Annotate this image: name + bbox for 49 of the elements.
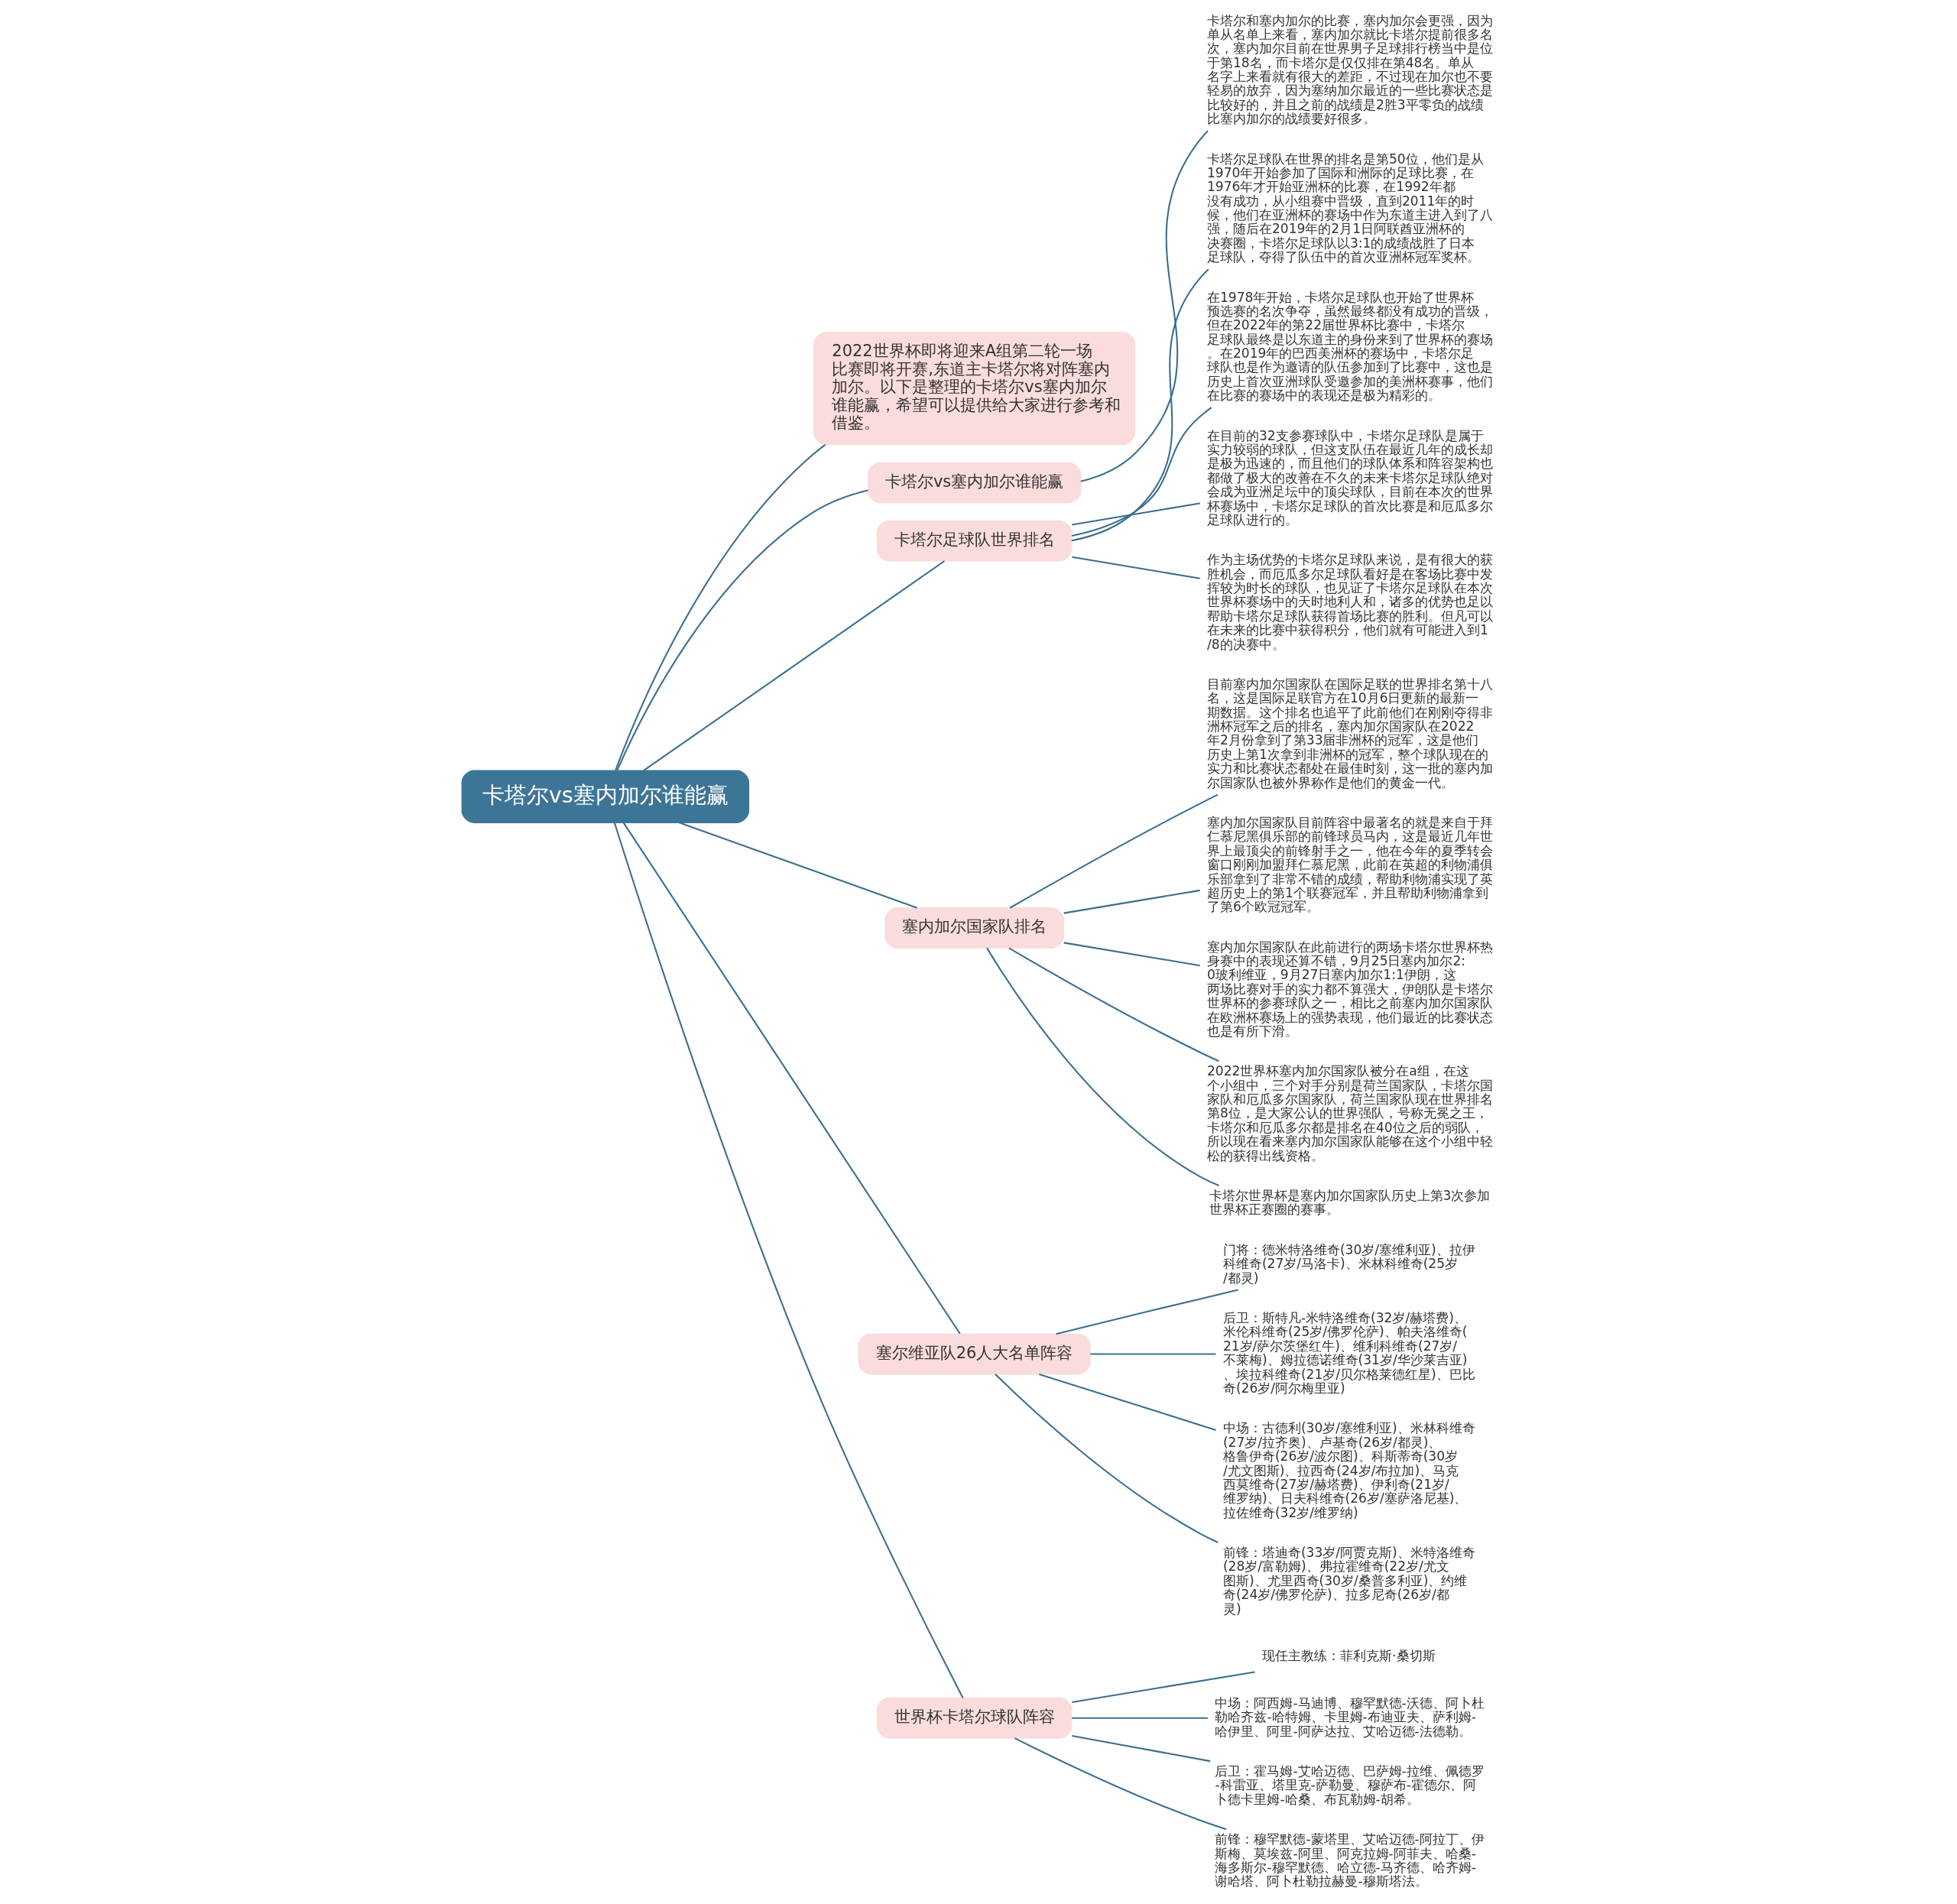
connector [1055,1289,1238,1335]
connector [1038,1373,1216,1431]
node-text: 前锋：塔迪奇(33岁/阿贾克斯)、米特洛维奇(28岁/富勒姆)、弗拉霍维奇(22岁/尤文图斯)、尤里西奇(30岁/桑普多利亚)、约维奇(24岁/佛罗伦萨)、拉多尼奇(26岁/都灵) [1222,1545,1475,1617]
node-box: 塞尔维亚队26人大名单阵容 [857,1333,1091,1375]
node-box: 塞内加尔国家队排名 [884,907,1064,949]
connector [1071,556,1200,579]
connector [1071,502,1200,526]
connector [622,822,961,1335]
connector [1071,1671,1255,1703]
connector [1063,942,1200,967]
node-text: 卡塔尔世界杯是塞内加尔国家队历史上第3次参加世界杯正赛圈的赛事。 [1209,1188,1490,1218]
node-box: 卡塔尔vs塞内加尔谁能赢 [867,462,1081,504]
node-box: 卡塔尔vs塞内加尔谁能赢 [461,770,749,823]
node-box: 2022世界杯即将迎来A组第二轮一场比赛即将开赛,东道主卡塔尔将对阵塞内加尔。以下是整理的卡塔尔vs塞内加尔谁能赢，希望可以提供给大家进行参考和借鉴。 [813,332,1135,446]
connector [1014,1737,1226,1831]
connector [994,1374,1219,1543]
node-text: 门将：德米特洛维奇(30岁/塞维利亚)、拉伊科维奇(27岁/马洛卡)、米林科维奇(25岁/都灵) [1222,1241,1475,1286]
connector [643,560,945,771]
connector [678,822,917,909]
connector [1071,268,1209,542]
node-text: 卡塔尔足球队在世界的排名是第50位，他们是从1970年开始参加了国际和洲际的足球比赛，在1976年才开始亚洲杯的比赛，在1992年都没有成功，从小组赛中晋级，直到2011年的时候，他们在亚洲杯的赛场中作为东道主进入到了八强，随后在2019年的2月1日阿联酋亚洲杯的决赛圈，卡塔尔足球队以3:1的成绩战胜了日本足球队，夺得了队伍中的首次亚洲杯冠军奖杯。 [1206,151,1493,265]
connector [985,947,1219,1186]
node-text: 中场：古德利(30岁/塞维利亚)、米林科维奇(27岁/拉齐奥)、卢基奇(26岁/都灵)、格鲁伊奇(26岁/波尔图)、科斯蒂奇(30岁/尤文图斯)、拉西奇(24岁/布拉加)、马克西莫维奇(27岁/赫塔费)、伊利奇(21岁/维罗纳)、日夫科维奇(26岁/塞萨洛尼基)、拉佐维奇(32岁/维罗纳) [1222,1420,1475,1520]
node-text: 在1978年开始，卡塔尔足球队也开始了世界杯预选赛的名次争夺，虽然最终都没有成功的晋级，但在2022年的第22届世界杯比赛中，卡塔尔足球队最终是以东道主的身份来到了世界杯的赛场。在2019年的巴西美洲杯的赛场中，卡塔尔足球队也是作为邀请的队伍参加到了比赛中，这也是历史上首次亚洲球队受邀参加的美洲杯赛事，他们在比赛的赛场中的表现还是极为精彩的。 [1206,289,1493,404]
node-text: 后卫：霍马姆-艾哈迈德、巴萨姆-拉维、佩德罗-科雷亚、塔里克-萨勒曼、穆萨布-霍德尔、阿卜德卡里姆-哈桑、布瓦勒姆-胡希。 [1214,1763,1485,1807]
node-text: 现任主教练：菲利克斯·桑切斯 [1261,1648,1436,1664]
node-text: 卡塔尔和塞内加尔的比赛，塞内加尔会更强，因为单从名单上来看，塞内加尔就比卡塔尔提前很多名次，塞内加尔目前在世界男子足球排行榜当中是位于第18名，而卡塔尔是仅仅排在第48名。单从名字上来看就有很大的差距，不过现在加尔也不要轻易的放弃，因为塞纳加尔最近的一些比赛状态是比较好的，并且之前的战绩是2胜3平零负的战绩比塞内加尔的战绩要好很多。 [1206,12,1493,127]
node-box: 世界杯卡塔尔球队阵容 [876,1697,1072,1739]
connector [614,444,826,771]
node-text: 塞内加尔国家队在此前进行的两场卡塔尔世界杯热身赛中的表现还算不错，9月25日塞内加尔2:0玻利维亚，9月27日塞内加尔1:1伊朗，这两场比赛对手的实力都不算强大，伊朗队是卡塔尔世界杯的参赛球队之一，相比之前塞内加尔国家队在欧洲杯赛场上的强势表现，他们最近的比赛状态也是有所下滑。 [1206,939,1493,1039]
connector [1063,889,1200,914]
connector [1089,1353,1216,1355]
connector [1008,947,1219,1062]
connector [616,489,868,770]
node-text: 目前塞内加尔国家队在国际足联的世界排名第十八名，这是国际足联官方在10月6日更新的最新一期数据。这个排名也追平了此前他们在刚刚夺得非洲杯冠军之后的排名，塞内加尔国家队在2022年2月份拿到了第33届非洲杯的冠军，这是他们历史上第1次拿到非洲杯的冠军，整个球队现在的实力和比赛状态都处在最佳时刻，这一批的塞内加尔国家队也被外界称作是他们的黄金一代。 [1206,676,1493,790]
node-text: 作为主场优势的卡塔尔足球队来说，是有很大的获胜机会，而厄瓜多尔足球队看好是在客场比赛中发挥较为时长的球队，也见证了卡塔尔足球队在本次世界杯赛场中的天时地利人和，诸多的优势也足以帮助卡塔尔足球队获得首场比赛的胜利。但凡可以在未来的比赛中获得积分，他们就有可能进入到1/8的决赛中。 [1206,552,1493,652]
node-text: 中场：阿西姆-马迪博、穆罕默德-沃德、阿卜杜勒哈齐兹-哈特姆、卡里姆-布迪亚夫、萨利姆-哈伊里、阿里-阿萨达拉、艾哈迈德-法德勒。 [1214,1695,1485,1739]
node-text: 后卫：斯特凡-米特洛维奇(32岁/赫塔费)、米伦科维奇(25岁/佛罗伦萨)、帕夫洛维奇(21岁/萨尔茨堡红牛)、维利科维奇(27岁/不莱梅)、姆拉德诺维奇(31岁/华沙莱吉亚)、埃拉科维奇(21岁/贝尔格莱德红星)、巴比奇(26岁/阿尔梅里亚) [1222,1310,1475,1396]
node-text: 前锋：穆罕默德-蒙塔里、艾哈迈德-阿拉丁、伊斯梅、莫埃兹-阿里、阿克拉姆-阿菲夫、哈桑-海多斯尔-穆罕默德、哈立德-马齐德、哈齐姆-谢哈塔、阿卜杜勒拉赫曼-穆斯塔法。 [1214,1831,1485,1889]
node-text: 2022世界杯塞内加尔国家队被分在a组，在这个小组中，三个对手分别是荷兰国家队，卡塔尔国家队和厄瓜多尔国家队，荷兰国家队现在世界排名第8位，是大家公认的世界强队，号称无冕之王，卡塔尔和厄瓜多尔都是排名在40位之后的弱队，所以现在看来塞内加尔国家队能够在这个小组中轻松的获得出线资格。 [1206,1063,1493,1163]
node-box: 卡塔尔足球队世界排名 [876,520,1072,562]
connector [1009,793,1218,909]
connector [1071,1734,1210,1763]
connector [1071,1717,1208,1719]
connector [613,822,964,1698]
node-text: 塞内加尔国家队目前阵容中最著名的就是来自于拜仁慕尼黑俱乐部的前锋球员马内，这是最近几年世界上最顶尖的前锋射手之一，他在今年的夏季转会窗口刚刚加盟拜仁慕尼黑，此前在英超的利物浦俱乐部拿到了非常不错的成绩，帮助利物浦实现了英超历史上的第1个联赛冠军，并且帮助利物浦拿到了第6个欧冠冠军。 [1206,815,1493,915]
connector [1071,407,1212,537]
node-text: 在目前的32支参赛球队中，卡塔尔足球队是属于实力较弱的球队，但这支队伍在最近几年的成长却是极为迅速的，而且他们的球队体系和阵容架构也都做了极大的改善在不久的未来卡塔尔足球队绝对会成为亚洲足坛中的顶尖球队，目前在本次的世界杯赛场中，卡塔尔足球队的首次比赛是和厄瓜多尔足球队进行的。 [1206,427,1493,527]
connector [1080,130,1209,482]
